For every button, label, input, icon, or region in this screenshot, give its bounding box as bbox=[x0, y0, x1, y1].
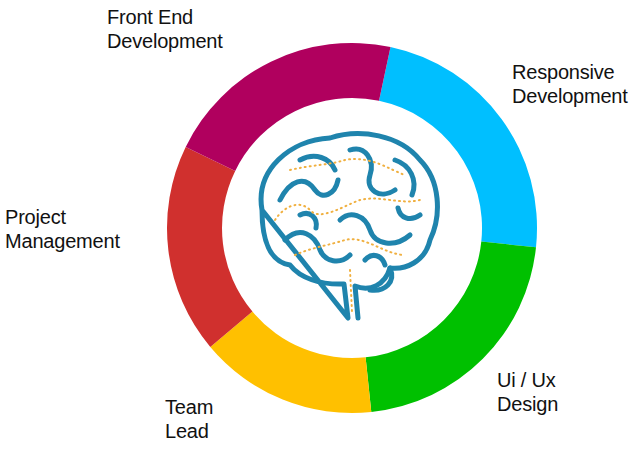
segment-label: Team Lead bbox=[165, 395, 229, 443]
segment-label: Project Management bbox=[5, 205, 133, 253]
team-lead-segment bbox=[210, 312, 371, 413]
project-segment bbox=[167, 147, 252, 347]
segment-label: Responsive Development bbox=[512, 60, 640, 108]
segment-label: Ui / Ux Design bbox=[497, 368, 569, 416]
brain-maze-dots bbox=[275, 159, 420, 312]
brain-icon bbox=[261, 134, 437, 318]
segment-label: Front End Development bbox=[107, 5, 237, 53]
